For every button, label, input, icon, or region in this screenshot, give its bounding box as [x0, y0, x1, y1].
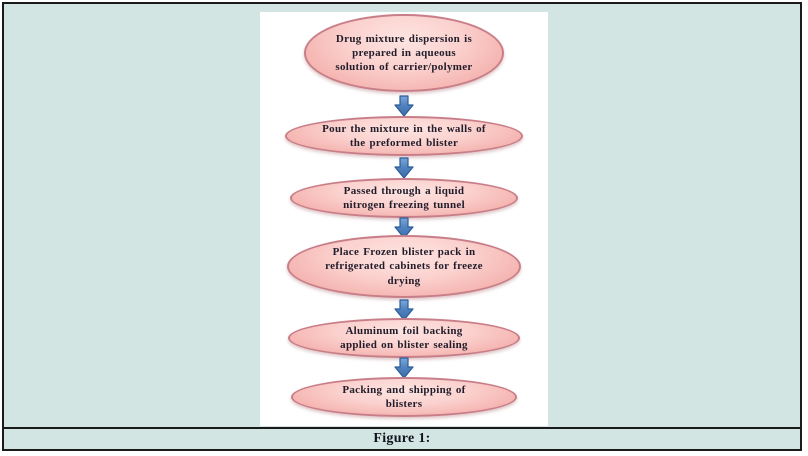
- down-arrow-icon: [394, 357, 414, 379]
- flow-step-text: Pour the mixture in the walls of the pre…: [322, 122, 486, 149]
- flow-step-text: Drug mixture dispersion is prepared in a…: [335, 32, 473, 74]
- down-arrow-icon: [394, 299, 414, 321]
- flow-step-text: Place Frozen blister pack in refrigerate…: [325, 246, 483, 287]
- flowchart-panel: Drug mixture dispersion is prepared in a…: [260, 12, 548, 426]
- flow-step-text: Passed through a liquid nitrogen freezin…: [343, 184, 465, 211]
- flow-step-freeze-drying: Place Frozen blister pack in refrigerate…: [287, 235, 521, 298]
- figure-frame: Drug mixture dispersion is prepared in a…: [2, 2, 802, 451]
- flow-step-packing-shipping: Packing and shipping of blisters: [291, 377, 517, 417]
- flow-step-text: Aluminum foil backing applied on blister…: [340, 324, 468, 351]
- down-arrow-icon: [394, 217, 414, 239]
- down-arrow-icon: [394, 95, 414, 117]
- flow-step-drug-dispersion: Drug mixture dispersion is prepared in a…: [304, 14, 504, 92]
- figure-caption-row: Figure 1:: [4, 427, 800, 449]
- down-arrow-icon: [394, 157, 414, 179]
- figure-caption: Figure 1:: [373, 431, 431, 446]
- flow-step-freezing-tunnel: Passed through a liquid nitrogen freezin…: [290, 178, 518, 218]
- figure-main-area: Drug mixture dispersion is prepared in a…: [4, 4, 800, 427]
- flow-step-foil-backing: Aluminum foil backing applied on blister…: [288, 318, 520, 358]
- flow-step-text: Packing and shipping of blisters: [342, 383, 466, 410]
- flow-step-pour-mixture: Pour the mixture in the walls of the pre…: [285, 116, 523, 156]
